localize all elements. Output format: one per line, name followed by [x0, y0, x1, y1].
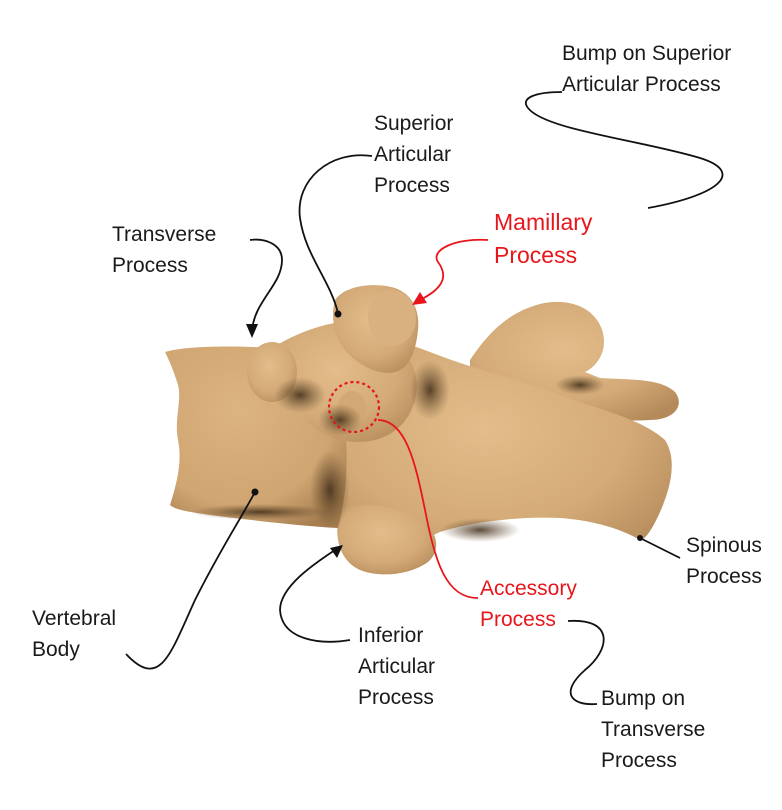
dot-spinous-process: [637, 535, 643, 541]
leader-spinous-process: [639, 537, 681, 559]
label-line: Process: [494, 242, 578, 268]
label-accessory-process: Accessory Process: [480, 573, 577, 635]
label-transverse-process: Transverse Process: [112, 219, 216, 281]
shadow-under-spinous: [440, 518, 520, 542]
label-line: Bump on: [601, 687, 686, 710]
label-line: Vertebral: [32, 607, 117, 630]
accessory-highlight-circle: [327, 380, 381, 434]
label-line: Transverse: [601, 718, 706, 741]
shadow-body-bottom: [190, 504, 330, 520]
label-line: Articular: [358, 655, 436, 678]
label-line: Body: [32, 638, 80, 661]
shadow-under-transverse: [274, 377, 326, 413]
label-line: Process: [601, 749, 677, 772]
leader-transverse-process: [249, 238, 283, 331]
mamillary-process-shape: [368, 290, 416, 346]
label-line: Bump on Superior: [562, 42, 732, 65]
label-bump-superior-articular: Bump on Superior Articular Process: [562, 38, 731, 100]
label-line: Process: [374, 174, 450, 197]
label-line: Accessory: [480, 577, 577, 600]
label-line: Superior: [374, 112, 454, 135]
shadow-body-side: [310, 450, 350, 530]
leader-mamillary: [419, 238, 489, 301]
label-spinous-process: Spinous Process: [686, 530, 762, 592]
label-line: Process: [686, 565, 762, 588]
label-inferior-articular: Inferior Articular Process: [358, 620, 435, 713]
leader-vertebral-body: [125, 491, 256, 670]
label-line: Spinous: [686, 534, 762, 557]
label-line: Articular Process: [562, 73, 721, 96]
arrowhead-inferior: [330, 545, 343, 558]
leader-bump-transverse: [567, 620, 605, 705]
inferior-articular-shape: [337, 504, 437, 575]
label-line: Process: [358, 686, 434, 709]
shadow-articular-notch: [410, 360, 450, 420]
label-line: Transverse: [112, 223, 217, 246]
label-line: Process: [112, 254, 188, 277]
arrowhead-transverse: [246, 324, 258, 338]
dot-vertebral-body: [251, 488, 259, 496]
leader-bump-superior: [525, 91, 724, 209]
leader-superior-articular: [298, 154, 373, 314]
shadow-spinous-back: [555, 375, 605, 395]
leader-lines: [125, 91, 724, 705]
leader-inferior-articular: [279, 547, 351, 643]
label-superior-articular: Superior Articular Process: [374, 108, 453, 201]
label-bump-transverse: Bump on Transverse Process: [601, 683, 705, 776]
label-mamillary-process: Mamillary Process: [494, 206, 592, 272]
dot-superior-articular: [334, 310, 342, 318]
label-vertebral-body: Vertebral Body: [32, 603, 116, 665]
label-line: Mamillary: [494, 209, 593, 235]
label-line: Articular: [374, 143, 452, 166]
leader-accessory: [377, 419, 479, 599]
label-line: Inferior: [358, 624, 424, 647]
arrowhead-mamillary: [412, 292, 427, 305]
label-line: Process: [480, 608, 556, 631]
